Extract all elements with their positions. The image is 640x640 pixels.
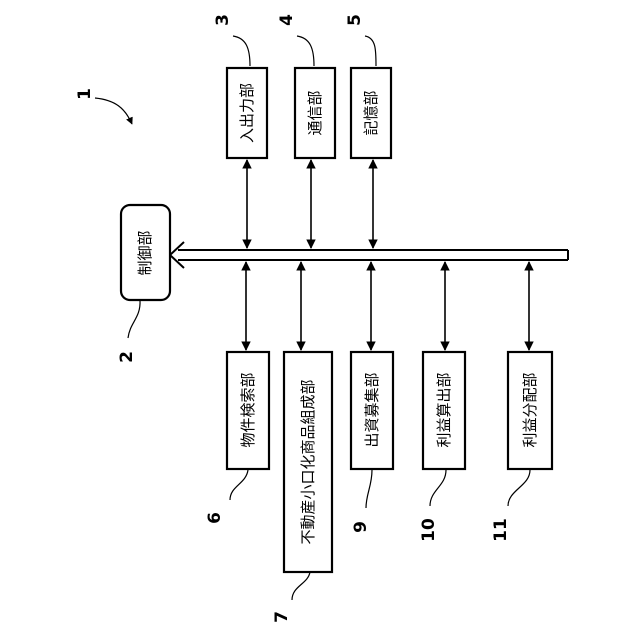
bottom-unit-7-label: 不動産小口化商品組成部 xyxy=(299,379,317,544)
control-unit: 制御部 xyxy=(121,205,170,300)
bottom-unit-10: 利益算出部 xyxy=(423,352,465,469)
control-ref: 2 xyxy=(117,351,137,363)
bottom-unit-11-ref: 11 xyxy=(491,518,511,542)
control-unit-label: 制御部 xyxy=(136,230,154,275)
top-unit-3-label: 入出力部 xyxy=(238,83,256,143)
top-unit-3-ref: 3 xyxy=(213,14,233,26)
top-unit-5-label: 記憶部 xyxy=(362,90,380,135)
bottom-unit-6: 物件検索部 xyxy=(227,352,269,469)
top-unit-3: 入出力部 xyxy=(227,68,267,158)
top-unit-4: 通信部 xyxy=(295,68,335,158)
system-leader xyxy=(95,98,132,124)
bottom-unit-9-label: 出資募集部 xyxy=(363,372,381,447)
bottom-unit-10-ref: 10 xyxy=(419,518,439,542)
bottom-unit-9-ref: 9 xyxy=(351,521,371,533)
bottom-unit-10-label: 利益算出部 xyxy=(435,372,453,447)
top-unit-4-label: 通信部 xyxy=(306,90,324,135)
bottom-unit-6-label: 物件検索部 xyxy=(239,372,257,447)
top-unit-5: 記憶部 xyxy=(351,68,391,158)
bottom-unit-9: 出資募集部 xyxy=(351,352,393,469)
bus xyxy=(170,242,568,268)
control-leader xyxy=(128,300,140,338)
top-unit-5-ref: 5 xyxy=(345,14,365,26)
top-unit-4-ref: 4 xyxy=(277,14,297,26)
bottom-unit-7: 不動産小口化商品組成部 xyxy=(284,352,332,572)
bottom-unit-11-label: 利益分配部 xyxy=(521,372,539,447)
bottom-unit-6-ref: 6 xyxy=(205,512,225,524)
bottom-unit-7-ref: 7 xyxy=(272,611,292,623)
system-ref: 1 xyxy=(75,88,95,100)
bottom-unit-11: 利益分配部 xyxy=(508,352,552,469)
